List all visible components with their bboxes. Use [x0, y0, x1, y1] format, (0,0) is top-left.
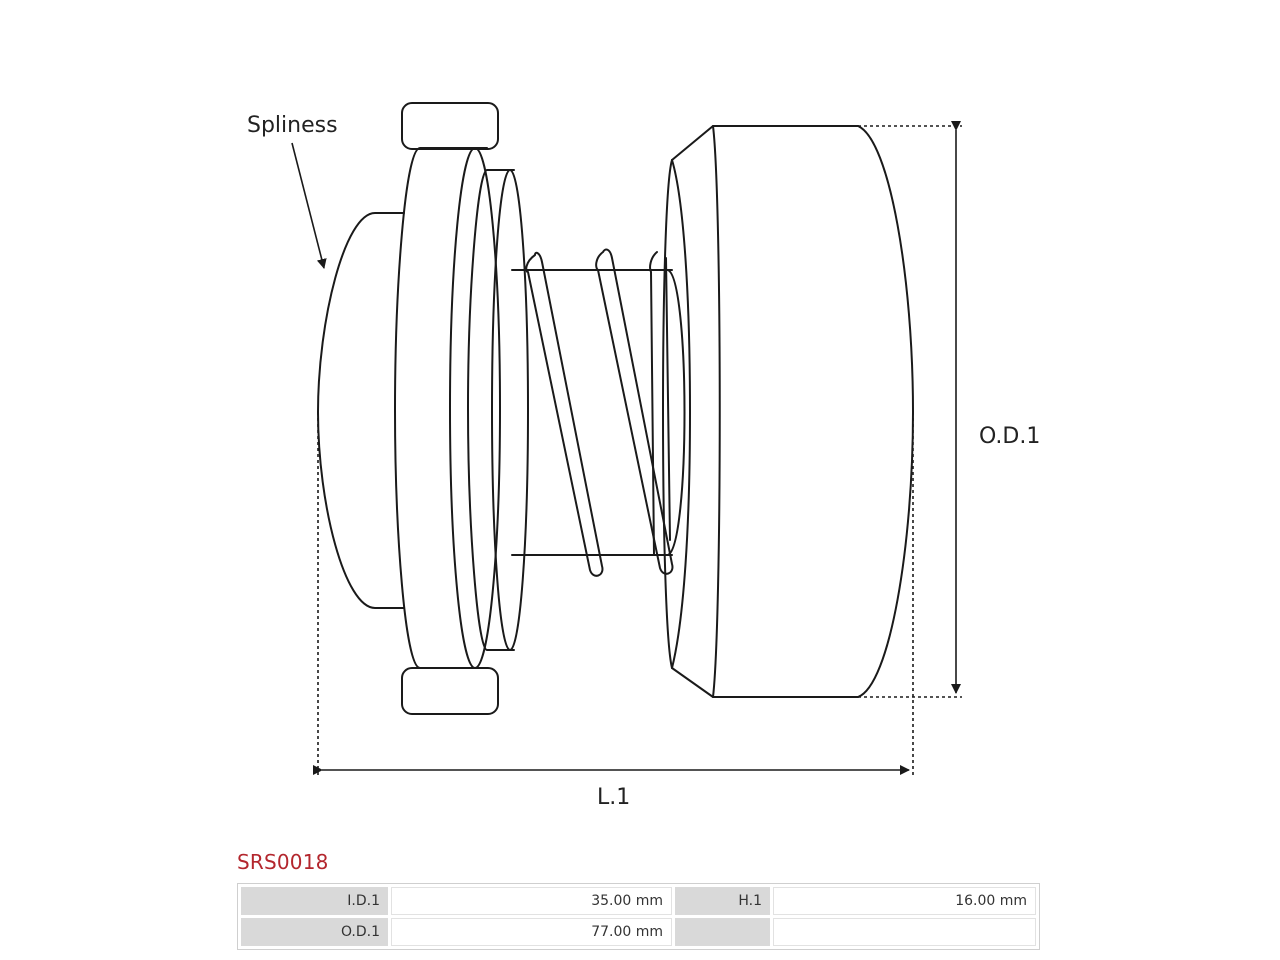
bottom-lug: [401, 667, 499, 715]
flange-disc: [394, 147, 501, 669]
product-code: SRS0018: [237, 850, 329, 874]
collar-ring: [467, 169, 529, 651]
od-label: O.D.1: [979, 424, 1040, 449]
spec-value: [773, 918, 1036, 946]
table-row: O.D.1 77.00 mm: [241, 918, 1036, 946]
od-extension-lines: [858, 125, 962, 698]
spline-label: Spliness: [247, 113, 338, 138]
top-lug: [401, 102, 499, 150]
pinion: [662, 125, 914, 698]
spec-value: 77.00 mm: [391, 918, 672, 946]
length-label: L.1: [597, 785, 630, 810]
starter-drive-drawing: Spliness O.D.1 L.1: [247, 102, 1040, 810]
spec-key: H.1: [675, 887, 770, 915]
spec-table: I.D.1 35.00 mm H.1 16.00 mm O.D.1 77.00 …: [237, 883, 1040, 950]
spring: [525, 248, 674, 577]
table-row: I.D.1 35.00 mm H.1 16.00 mm: [241, 887, 1036, 915]
sleeve: [511, 269, 686, 556]
spec-value: 16.00 mm: [773, 887, 1036, 915]
spec-value: 35.00 mm: [391, 887, 672, 915]
spline-hub: [317, 212, 405, 609]
length-extension-lines: [317, 412, 914, 776]
spline-leader-arrow: [291, 142, 327, 269]
spec-key: [675, 918, 770, 946]
spec-key: I.D.1: [241, 887, 388, 915]
spec-key: O.D.1: [241, 918, 388, 946]
